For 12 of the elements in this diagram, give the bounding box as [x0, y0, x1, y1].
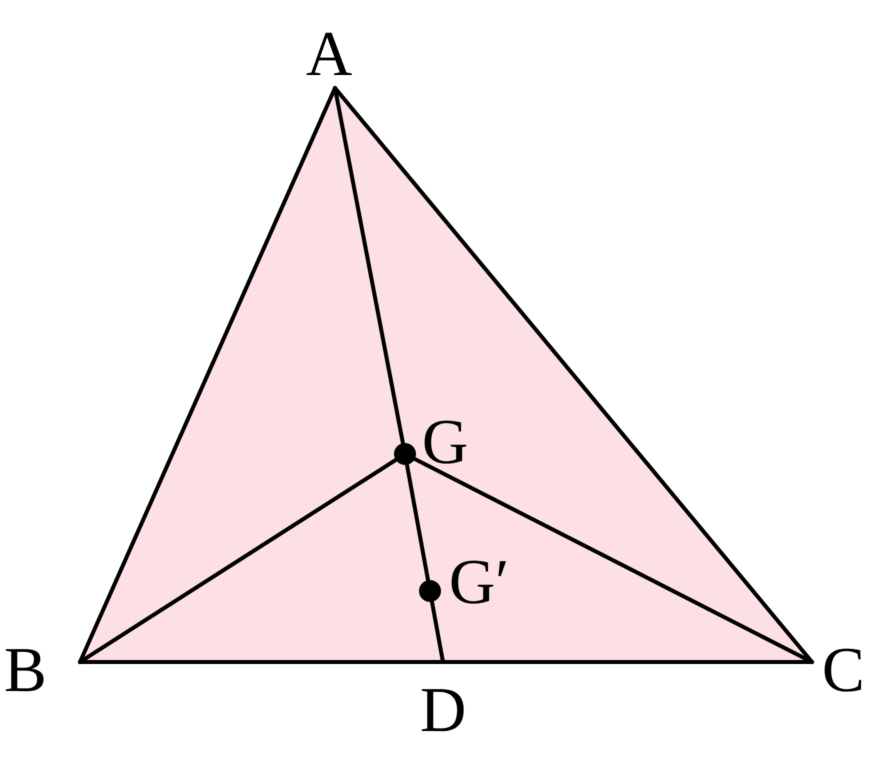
line-segment	[404, 462, 430, 582]
point-label: A	[306, 22, 352, 86]
line-segment	[78, 458, 398, 664]
point-label: D	[420, 678, 466, 742]
line-segment	[78, 660, 445, 664]
line-segment	[441, 660, 814, 664]
point-label: B	[4, 638, 47, 702]
line-segment	[333, 86, 405, 446]
point-label: C	[822, 638, 865, 702]
point-label: G	[422, 410, 468, 474]
point-label: G′	[449, 550, 510, 614]
line-segment	[412, 457, 814, 664]
